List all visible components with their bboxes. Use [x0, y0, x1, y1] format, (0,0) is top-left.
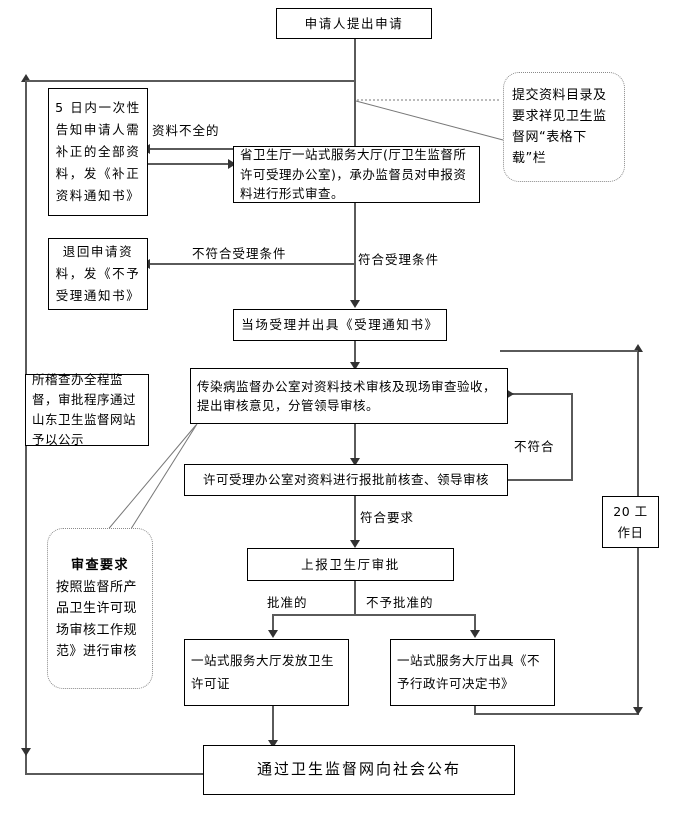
edge-formalreview-to-notify — [148, 148, 236, 150]
arrow-down-submit — [350, 540, 360, 548]
edge-label-not-approved: 不予批准的 — [366, 595, 434, 610]
edge-label-qualified: 符合受理条件 — [358, 252, 440, 267]
node-return-materials[interactable]: 退回申请资料，发《不予受理通知书》 — [48, 238, 148, 310]
edge-to-issue — [272, 614, 274, 636]
node-pre-check-label: 许可受理办公室对资料进行报批前核查、领导审核 — [202, 472, 489, 488]
node-publish-label: 通过卫生监督网向社会公布 — [256, 760, 461, 779]
edge-notify-to-formalreview — [148, 163, 232, 165]
edge-precheck-right — [508, 479, 572, 481]
arrow-down-accept — [350, 300, 360, 308]
node-issue-license-label: 一站式服务大厅发放卫生许可证 — [191, 653, 335, 691]
arrow-down-issue — [268, 630, 278, 638]
node-apply-label: 申请人提出申请 — [304, 15, 404, 31]
edge-notconform-up — [571, 393, 573, 481]
edge-issue-to-publish — [272, 706, 274, 746]
edge-to-refuse — [474, 614, 476, 636]
node-refuse-license-label: 一站式服务大厅出具《不予行政许可决定书》 — [397, 653, 541, 691]
edge-submit-split — [272, 614, 475, 616]
edge-refuse-down — [474, 706, 476, 714]
node-tech-review-label: 传染病监督办公室对资料技术审核及现场审查验收，提出审核意见，分管领导审核。 — [197, 378, 497, 413]
node-apply[interactable]: 申请人提出申请 — [276, 8, 432, 39]
edge-to-returnmat — [148, 263, 355, 265]
right-rail-top — [500, 350, 638, 352]
arrow-right-formalreview — [228, 159, 236, 169]
node-submit-department[interactable]: 上报卫生厅审批 — [247, 548, 454, 581]
edge-accept-to-techreview — [354, 341, 356, 369]
node-publish[interactable]: 通过卫生监督网向社会公布 — [203, 745, 515, 795]
arrow-down-refuse — [470, 630, 480, 638]
callout-materials-text: 提交资料目录及要求祥见卫生监督网“表格下载”栏 — [512, 87, 607, 167]
edge-submit-down — [354, 581, 356, 615]
node-notify-5day-label: 5 日内一次性告知申请人需补正的全部资料，发《补正资料通知书》 — [55, 100, 141, 203]
arrow-up-left-rail — [21, 74, 31, 82]
node-pre-check[interactable]: 许可受理办公室对资料进行报批前核查、领导审核 — [184, 464, 508, 496]
edge-formalreview-to-accept — [354, 202, 356, 306]
left-rail-bottom — [25, 773, 205, 775]
node-formal-review-label: 省卫生厅一站式服务大厅(厅卫生监督所许可受理办公室)，承办监督员对申报资料进行形… — [240, 147, 467, 202]
arrow-down-techreview — [350, 362, 360, 370]
arrow-down-precheck — [350, 458, 360, 466]
node-tech-review[interactable]: 传染病监督办公室对资料技术审核及现场审查验收，提出审核意见，分管领导审核。 — [190, 368, 508, 424]
node-notify-5day[interactable]: 5 日内一次性告知申请人需补正的全部资料，发《补正资料通知书》 — [48, 88, 148, 216]
edge-label-incomplete: 资料不全的 — [152, 123, 220, 138]
arrow-down-publish — [268, 740, 278, 748]
callout-materials[interactable]: 提交资料目录及要求祥见卫生监督网“表格下载”栏 — [503, 72, 625, 182]
edge-label-not-conform: 不符合 — [514, 439, 555, 454]
edge-apply-to-formalreview — [354, 38, 356, 156]
node-formal-review[interactable]: 省卫生厅一站式服务大厅(厅卫生监督所许可受理办公室)，承办监督员对申报资料进行形… — [233, 146, 480, 203]
edge-techreview-to-precheck — [354, 424, 356, 464]
node-work-days[interactable]: 20 工作日 — [602, 496, 659, 548]
edge-notconform-back — [512, 393, 572, 395]
edge-label-approved: 批准的 — [267, 595, 308, 610]
node-work-days-label: 20 工作日 — [613, 503, 648, 540]
node-supervision-label: 所稽查办全程监督，审批程序通过山东卫生监督网站予以公示 — [32, 372, 137, 447]
node-accept[interactable]: 当场受理并出具《受理通知书》 — [233, 309, 447, 341]
node-accept-label: 当场受理并出具《受理通知书》 — [241, 317, 439, 333]
edge-precheck-to-submit — [354, 496, 356, 546]
left-rail-top — [25, 80, 355, 82]
arrow-right-techreview-loop — [506, 389, 514, 399]
arrow-down-left-rail — [21, 748, 31, 756]
node-refuse-license[interactable]: 一站式服务大厅出具《不予行政许可决定书》 — [390, 639, 555, 706]
edge-label-not-qualified: 不符合受理条件 — [192, 246, 287, 261]
node-submit-department-label: 上报卫生厅审批 — [301, 556, 400, 572]
edge-refuse-right — [474, 713, 638, 715]
node-issue-license[interactable]: 一站式服务大厅发放卫生许可证 — [184, 639, 349, 706]
arrow-up-right-rail — [633, 344, 643, 352]
node-return-materials-label: 退回申请资料，发《不予受理通知书》 — [55, 244, 141, 303]
node-supervision[interactable]: 所稽查办全程监督，审批程序通过山东卫生监督网站予以公示 — [25, 372, 149, 447]
edge-label-meets-requirement: 符合要求 — [360, 510, 415, 525]
arrow-down-right-rail — [633, 707, 643, 715]
callout-review-requirement-heading: 审查要求 — [70, 558, 129, 574]
callout-review-requirement-text: 按照监督所产品卫生许可现场审核工作规范》进行审核 — [56, 580, 138, 659]
callout-review-requirement[interactable]: 审查要求 按照监督所产品卫生许可现场审核工作规范》进行审核 — [47, 528, 153, 689]
